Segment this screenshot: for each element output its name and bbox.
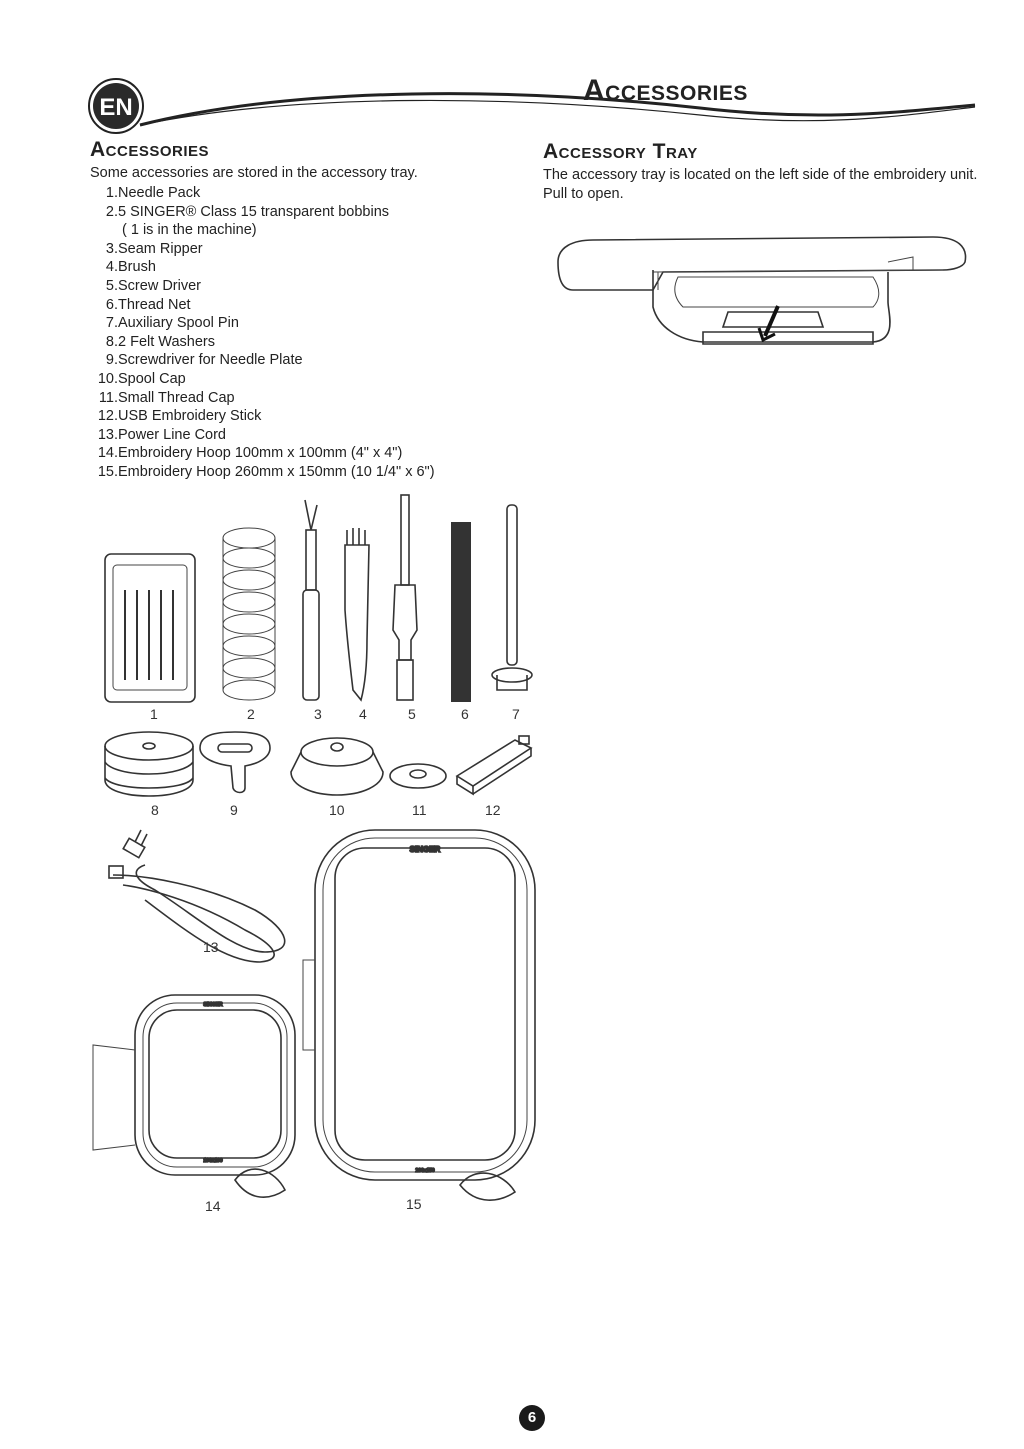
thread-net-icon xyxy=(451,522,471,702)
figure-label-8: 8 xyxy=(151,802,159,818)
accessory-tray-illustration xyxy=(557,236,967,345)
list-item-text: Needle Pack xyxy=(118,185,201,201)
auxiliary-spool-pin-icon xyxy=(491,504,533,691)
list-item-number: 7. xyxy=(105,315,118,332)
list-item: 13.Power Line Cord xyxy=(92,426,435,445)
list-item-number: 12. xyxy=(97,408,118,425)
figure-label-3: 3 xyxy=(314,706,322,722)
list-item-text: Spool Cap xyxy=(118,370,186,387)
figure-label-5: 5 xyxy=(408,706,416,722)
list-item: 12.USB Embroidery Stick xyxy=(92,407,435,426)
figure-label-13: 13 xyxy=(203,939,219,955)
list-item-number: 5. xyxy=(105,277,118,294)
list-item-text: Embroidery Hoop 260mm x 150mm (10 1/4" x… xyxy=(118,463,435,480)
large-hoop-icon: SINGER 260x150 xyxy=(302,829,536,1201)
figure-label-7: 7 xyxy=(512,706,520,722)
language-badge: EN xyxy=(88,78,144,134)
list-item: 7.Auxiliary Spool Pin xyxy=(92,314,435,333)
figure-label-14: 14 xyxy=(205,1198,221,1214)
list-item: 15.Embroidery Hoop 260mm x 150mm (10 1/4… xyxy=(92,463,435,482)
small-hoop-icon: SINGER 100x100 xyxy=(92,994,296,1198)
large-hoop-brand: SINGER xyxy=(410,845,441,854)
list-item-text: Small Thread Cap xyxy=(118,389,235,406)
spool-cap-icon xyxy=(290,737,384,796)
small-hoop-size: 100x100 xyxy=(203,1158,222,1164)
felt-washers-icon xyxy=(104,731,194,797)
list-item: 14.Embroidery Hoop 100mm x 100mm (4" x 4… xyxy=(92,444,435,463)
header-swoosh xyxy=(139,92,976,127)
small-thread-cap-icon xyxy=(389,763,447,789)
list-item-number: 6. xyxy=(105,296,118,313)
list-item-text: Screw Driver xyxy=(118,277,201,294)
list-item-number: 9. xyxy=(105,352,118,369)
figure-label-11: 11 xyxy=(412,802,427,818)
seam-ripper-icon xyxy=(302,499,320,701)
list-item-number: 11. xyxy=(98,389,118,406)
accessory-tray-text: The accessory tray is located on the lef… xyxy=(543,167,978,202)
accessories-intro: Some accessories are stored in the acces… xyxy=(90,165,418,181)
list-item: 9.Screwdriver for Needle Plate xyxy=(92,351,435,370)
list-item-number: 8. xyxy=(105,333,118,350)
list-item: 3.Seam Ripper xyxy=(92,240,435,259)
list-item-number: 13. xyxy=(97,426,118,443)
list-item-text: Thread Net xyxy=(118,296,191,313)
list-item: 1.Needle Pack xyxy=(92,184,435,203)
list-item: 10.Spool Cap xyxy=(92,370,435,389)
list-item-number: 1. xyxy=(105,185,118,201)
figure-label-10: 10 xyxy=(329,802,345,818)
figure-label-15: 15 xyxy=(406,1196,422,1212)
list-item-number: 10. xyxy=(97,370,118,387)
list-item-number: 14. xyxy=(97,445,118,462)
list-item: 11.Small Thread Cap xyxy=(92,389,435,408)
list-item: ( 1 is in the machine) xyxy=(92,221,435,240)
accessory-tray-heading: Accessory Tray xyxy=(543,140,698,163)
screw-driver-icon xyxy=(392,494,418,701)
page-title: Accessories xyxy=(583,74,748,107)
list-item-text: Embroidery Hoop 100mm x 100mm (4" x 4") xyxy=(118,445,403,462)
list-item: 5.Screw Driver xyxy=(92,277,435,296)
list-item-text: ( 1 is in the machine) xyxy=(122,222,257,239)
figure-label-12: 12 xyxy=(485,802,501,818)
usb-stick-icon xyxy=(455,735,533,796)
list-item: 2.5 SINGER® Class 15 transparent bobbins xyxy=(92,203,435,222)
list-item: 4.Brush xyxy=(92,258,435,277)
list-item-text: Auxiliary Spool Pin xyxy=(118,315,239,332)
figure-label-1: 1 xyxy=(150,706,158,722)
list-item-text: 5 SINGER® Class 15 transparent bobbins xyxy=(118,203,390,220)
list-item-number: 15. xyxy=(97,463,118,480)
power-cord-icon xyxy=(108,829,286,963)
page-number: 6 xyxy=(519,1405,545,1431)
list-item-text: Seam Ripper xyxy=(118,240,203,257)
needle-pack-icon xyxy=(104,553,196,703)
bobbins-icon xyxy=(222,527,276,701)
figure-label-6: 6 xyxy=(461,706,469,722)
list-item: 8.2 Felt Washers xyxy=(92,333,435,352)
language-badge-text: EN xyxy=(99,94,132,121)
figure-label-9: 9 xyxy=(230,802,238,818)
figure-label-4: 4 xyxy=(359,706,367,722)
small-hoop-brand: SINGER xyxy=(203,1002,223,1008)
needle-plate-screwdriver-icon xyxy=(199,731,271,794)
list-item-number: 4. xyxy=(105,259,118,276)
list-item-text: Brush xyxy=(118,259,156,276)
list-item-text: USB Embroidery Stick xyxy=(118,408,262,425)
accessories-illustration: SINGER 100x100 SINGER 260x150 xyxy=(92,494,536,1201)
list-item: 6.Thread Net xyxy=(92,296,435,315)
brush-icon xyxy=(344,528,370,702)
list-item-text: Screwdriver for Needle Plate xyxy=(118,352,303,369)
list-item-number: 3. xyxy=(105,240,118,257)
figure-label-2: 2 xyxy=(247,706,255,722)
list-item-text: Power Line Cord xyxy=(118,426,226,443)
large-hoop-size: 260x150 xyxy=(415,1168,434,1174)
list-item-number: 2. xyxy=(105,203,118,220)
accessories-heading: Accessories xyxy=(90,138,210,161)
list-item-text: 2 Felt Washers xyxy=(118,333,215,350)
